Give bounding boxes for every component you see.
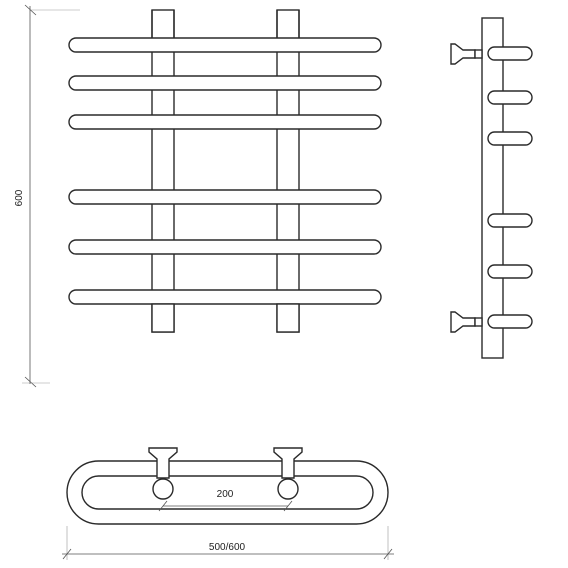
right-wall-mount — [273, 447, 303, 500]
height-dimension: 600 — [14, 4, 80, 388]
top-wall-bracket — [450, 43, 483, 65]
side-rung-6 — [487, 314, 533, 329]
top-view: 200 — [66, 447, 389, 525]
side-rung-5 — [487, 264, 533, 279]
rung-6 — [68, 289, 382, 305]
outer-loop — [66, 460, 389, 525]
left-wall-mount — [148, 447, 178, 500]
side-rung-3 — [487, 131, 533, 146]
rung-2 — [68, 75, 382, 91]
right-upright — [276, 9, 300, 333]
side-rung-4 — [487, 213, 533, 228]
left-upright — [151, 9, 175, 333]
width-dimension: 500/600 — [62, 526, 394, 560]
rung-5 — [68, 239, 382, 255]
width-label: 500/600 — [209, 542, 246, 553]
bottom-wall-bracket — [450, 311, 483, 333]
side-rung-2 — [487, 90, 533, 105]
inner-loop — [81, 475, 374, 510]
side-upright — [481, 17, 504, 359]
rung-1 — [68, 37, 382, 53]
front-view — [68, 9, 382, 333]
height-label: 600 — [14, 189, 25, 206]
spacing-label: 200 — [217, 489, 234, 500]
side-view — [450, 17, 533, 359]
rung-3 — [68, 114, 382, 130]
rung-4 — [68, 189, 382, 205]
side-rung-1 — [487, 46, 533, 61]
